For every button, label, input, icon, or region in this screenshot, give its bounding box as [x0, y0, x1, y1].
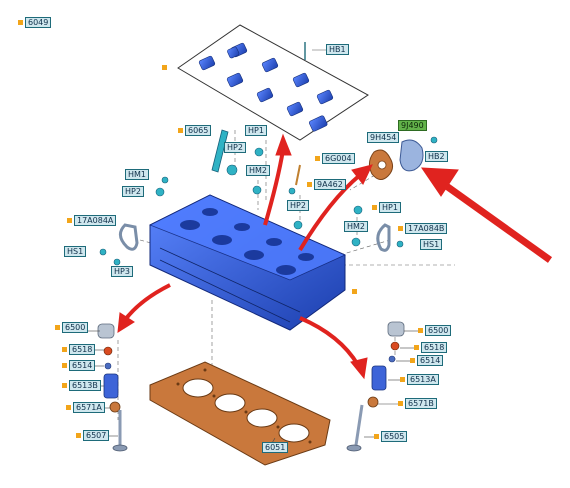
marker-cap-group	[162, 62, 169, 73]
label-6065: 6065	[178, 125, 212, 136]
lifting-eye-17a084b	[376, 223, 391, 252]
bolt-hb2	[430, 136, 438, 144]
marker-icon	[307, 182, 312, 187]
marker-icon	[374, 434, 379, 439]
plug-hp1-top	[254, 147, 264, 157]
cylinder-head	[149, 194, 346, 331]
label-6513b: 6513B	[62, 380, 101, 391]
egr-valve-9j490	[399, 139, 424, 172]
marker-icon	[62, 347, 67, 352]
label-6500-right: 6500	[418, 325, 452, 336]
label-hs1-right: HS1	[420, 239, 443, 250]
marker-head	[352, 286, 359, 297]
label-9h454: 9H454	[367, 132, 400, 143]
plug-hm1	[161, 176, 169, 184]
label-hp2-left: HP2	[122, 186, 144, 197]
oil-tube-6065	[211, 129, 229, 173]
label-6518-right: 6518	[414, 342, 448, 353]
label-6507: 6507	[76, 430, 110, 441]
label-6g004: 6G004	[315, 153, 355, 164]
marker-icon	[18, 20, 23, 25]
marker-icon	[62, 383, 67, 388]
label-6571a: 6571A	[66, 402, 105, 413]
sensor-9a462	[288, 187, 296, 195]
marker-icon	[66, 405, 71, 410]
marker-icon	[410, 358, 415, 363]
marker-icon	[418, 328, 423, 333]
marker-icon	[62, 363, 67, 368]
lifting-eye-17a084a	[119, 223, 139, 251]
head-gasket-6051	[149, 361, 331, 466]
label-9j490: 9J490	[398, 120, 427, 131]
marker-icon	[162, 65, 167, 70]
marker-icon	[398, 226, 403, 231]
label-6513a: 6513A	[400, 374, 439, 385]
label-6514-right: 6514	[410, 355, 444, 366]
valve-train-left	[97, 323, 128, 452]
camshaft-caps	[198, 42, 334, 132]
label-17a084a: 17A084A	[67, 215, 117, 226]
marker-icon	[398, 401, 403, 406]
label-hp2-center: HP2	[287, 200, 309, 211]
label-hp1-right: HP1	[372, 202, 401, 213]
plug-hp2-top	[226, 164, 238, 176]
valve-train-right	[346, 321, 405, 452]
plug-hm2-center	[252, 185, 262, 195]
label-6505: 6505	[374, 431, 408, 442]
label-hm2-right: HM2	[344, 221, 369, 232]
marker-icon	[55, 325, 60, 330]
cap-group-box	[177, 24, 369, 141]
sensor-6g004	[295, 164, 301, 186]
plug-hp2-left	[155, 187, 165, 197]
marker-icon	[178, 128, 183, 133]
red-arrows	[117, 133, 553, 380]
label-6051: 6051	[262, 442, 289, 453]
label-6514-left: 6514	[62, 360, 96, 371]
marker-icon	[76, 433, 81, 438]
label-hb1: HB1	[326, 44, 349, 55]
label-9a462: 9A462	[307, 179, 346, 190]
marker-icon	[352, 289, 357, 294]
label-6518-left: 6518	[62, 344, 96, 355]
label-17a084b: 17A084B	[398, 223, 448, 234]
marker-icon	[315, 156, 320, 161]
plug-hp2-center	[293, 220, 303, 230]
marker-icon	[67, 218, 72, 223]
label-6571b: 6571B	[398, 398, 437, 409]
label-hp3: HP3	[111, 266, 133, 277]
label-hb2: HB2	[425, 151, 448, 162]
label-hm1: HM1	[125, 169, 150, 180]
bolt-hs1-right	[396, 240, 404, 248]
label-hp1-top: HP1	[245, 125, 267, 136]
marker-icon	[414, 345, 419, 350]
label-6049: 6049	[18, 17, 52, 28]
plug-hp1-right	[353, 205, 363, 215]
bolt-hp3	[113, 258, 121, 266]
plug-hm2-right	[351, 237, 361, 247]
bolt-hs1-left	[99, 248, 107, 256]
label-hs1-left: HS1	[64, 246, 87, 257]
label-6500-left: 6500	[55, 322, 89, 333]
label-hm2-center: HM2	[246, 165, 271, 176]
marker-icon	[400, 377, 405, 382]
marker-icon	[372, 205, 377, 210]
label-hp2-top: HP2	[224, 142, 246, 153]
